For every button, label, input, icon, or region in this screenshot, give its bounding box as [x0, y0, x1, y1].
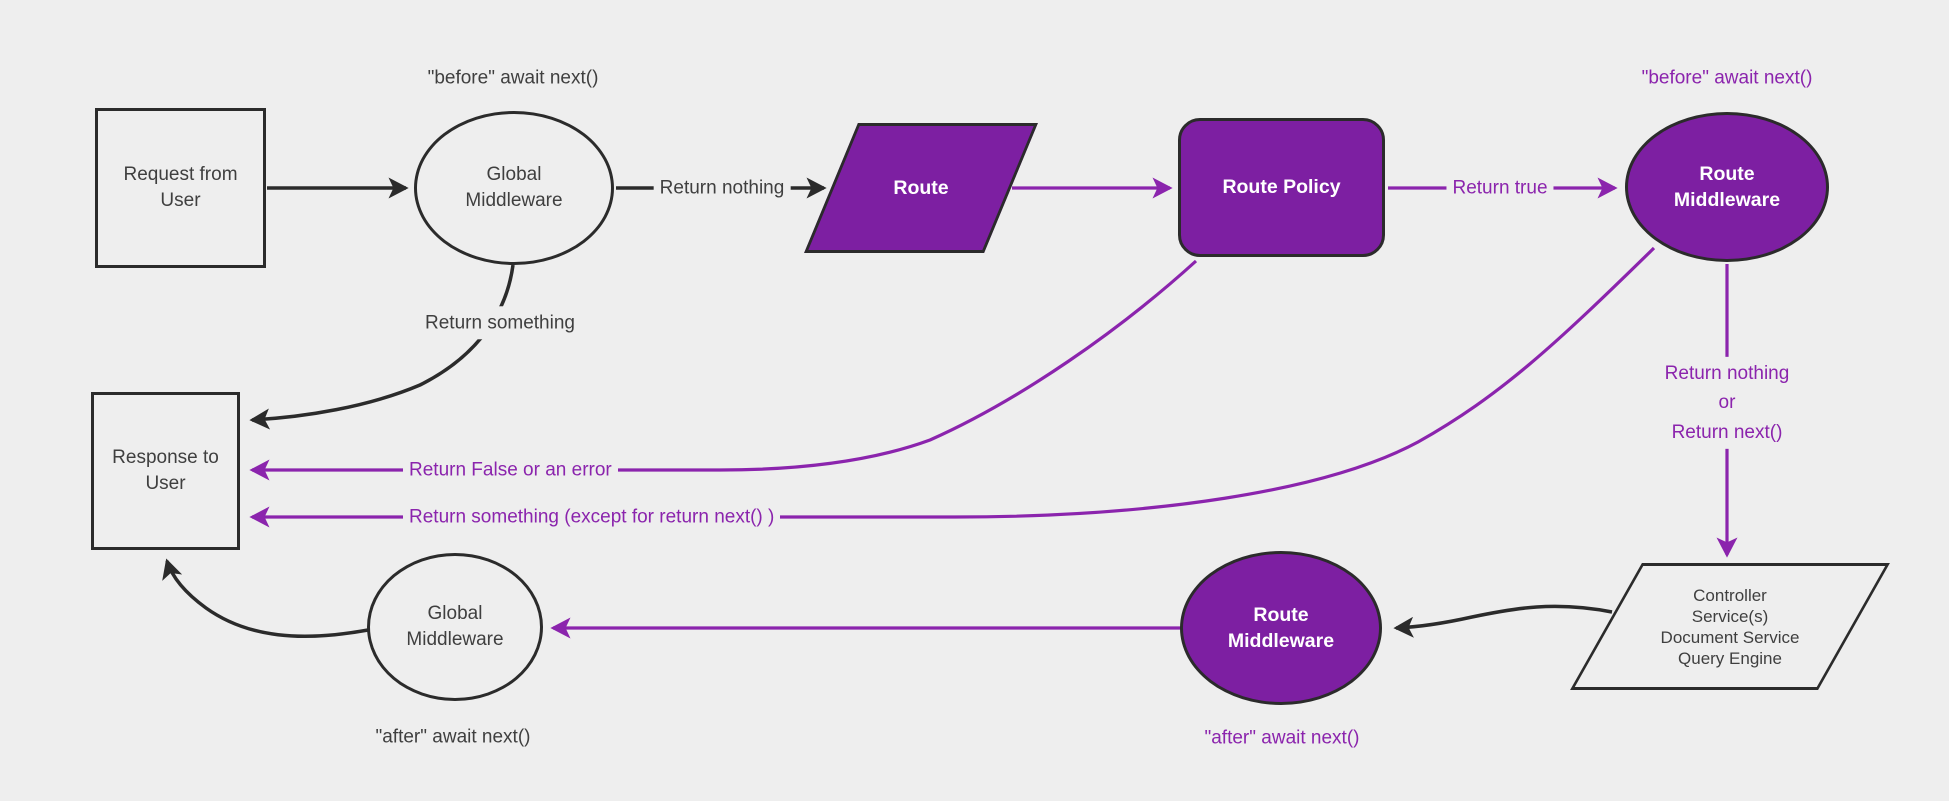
node-controller-services: Controller Service(s) Document Service Q…	[1570, 563, 1890, 690]
edge-return-something-except	[249, 246, 1656, 528]
label-after-await-next-route: "after" await next()	[1204, 727, 1360, 749]
edge-return-something	[249, 264, 515, 430]
label-return-true: Return true	[1446, 171, 1554, 205]
route-label: Route	[893, 176, 949, 199]
edge-return-false-or-error	[249, 259, 1198, 481]
label-after-await-next-global: "after" await next()	[375, 726, 531, 748]
node-route-policy: Route Policy	[1178, 118, 1385, 257]
label-return-nothing-or-next: Return nothing or Return next()	[1658, 356, 1796, 450]
label-before-await-next-route: "before" await next()	[1641, 67, 1813, 89]
node-global-middleware-top: Global Middleware	[414, 111, 614, 265]
node-route-middleware-top: Route Middleware	[1625, 112, 1829, 262]
node-route-middleware-bottom: Route Middleware	[1180, 551, 1382, 705]
edge-global-mw-to-response	[162, 558, 369, 639]
label-before-await-next-global: "before" await next()	[427, 67, 599, 89]
controller-services-label: Controller Service(s) Document Service Q…	[1660, 585, 1800, 668]
label-return-false-or-error: Return False or an error	[403, 453, 618, 487]
label-return-something-except: Return something (except for return next…	[403, 500, 781, 534]
label-return-something: Return something	[419, 306, 581, 340]
node-response-to-user: Response to User	[91, 392, 240, 550]
node-route: Route	[804, 123, 1038, 253]
node-request-from-user: Request from User	[95, 108, 266, 268]
edge-controller-to-route-middleware	[1393, 604, 1613, 638]
node-global-middleware-bottom: Global Middleware	[367, 553, 543, 701]
label-return-nothing: Return nothing	[653, 171, 791, 205]
